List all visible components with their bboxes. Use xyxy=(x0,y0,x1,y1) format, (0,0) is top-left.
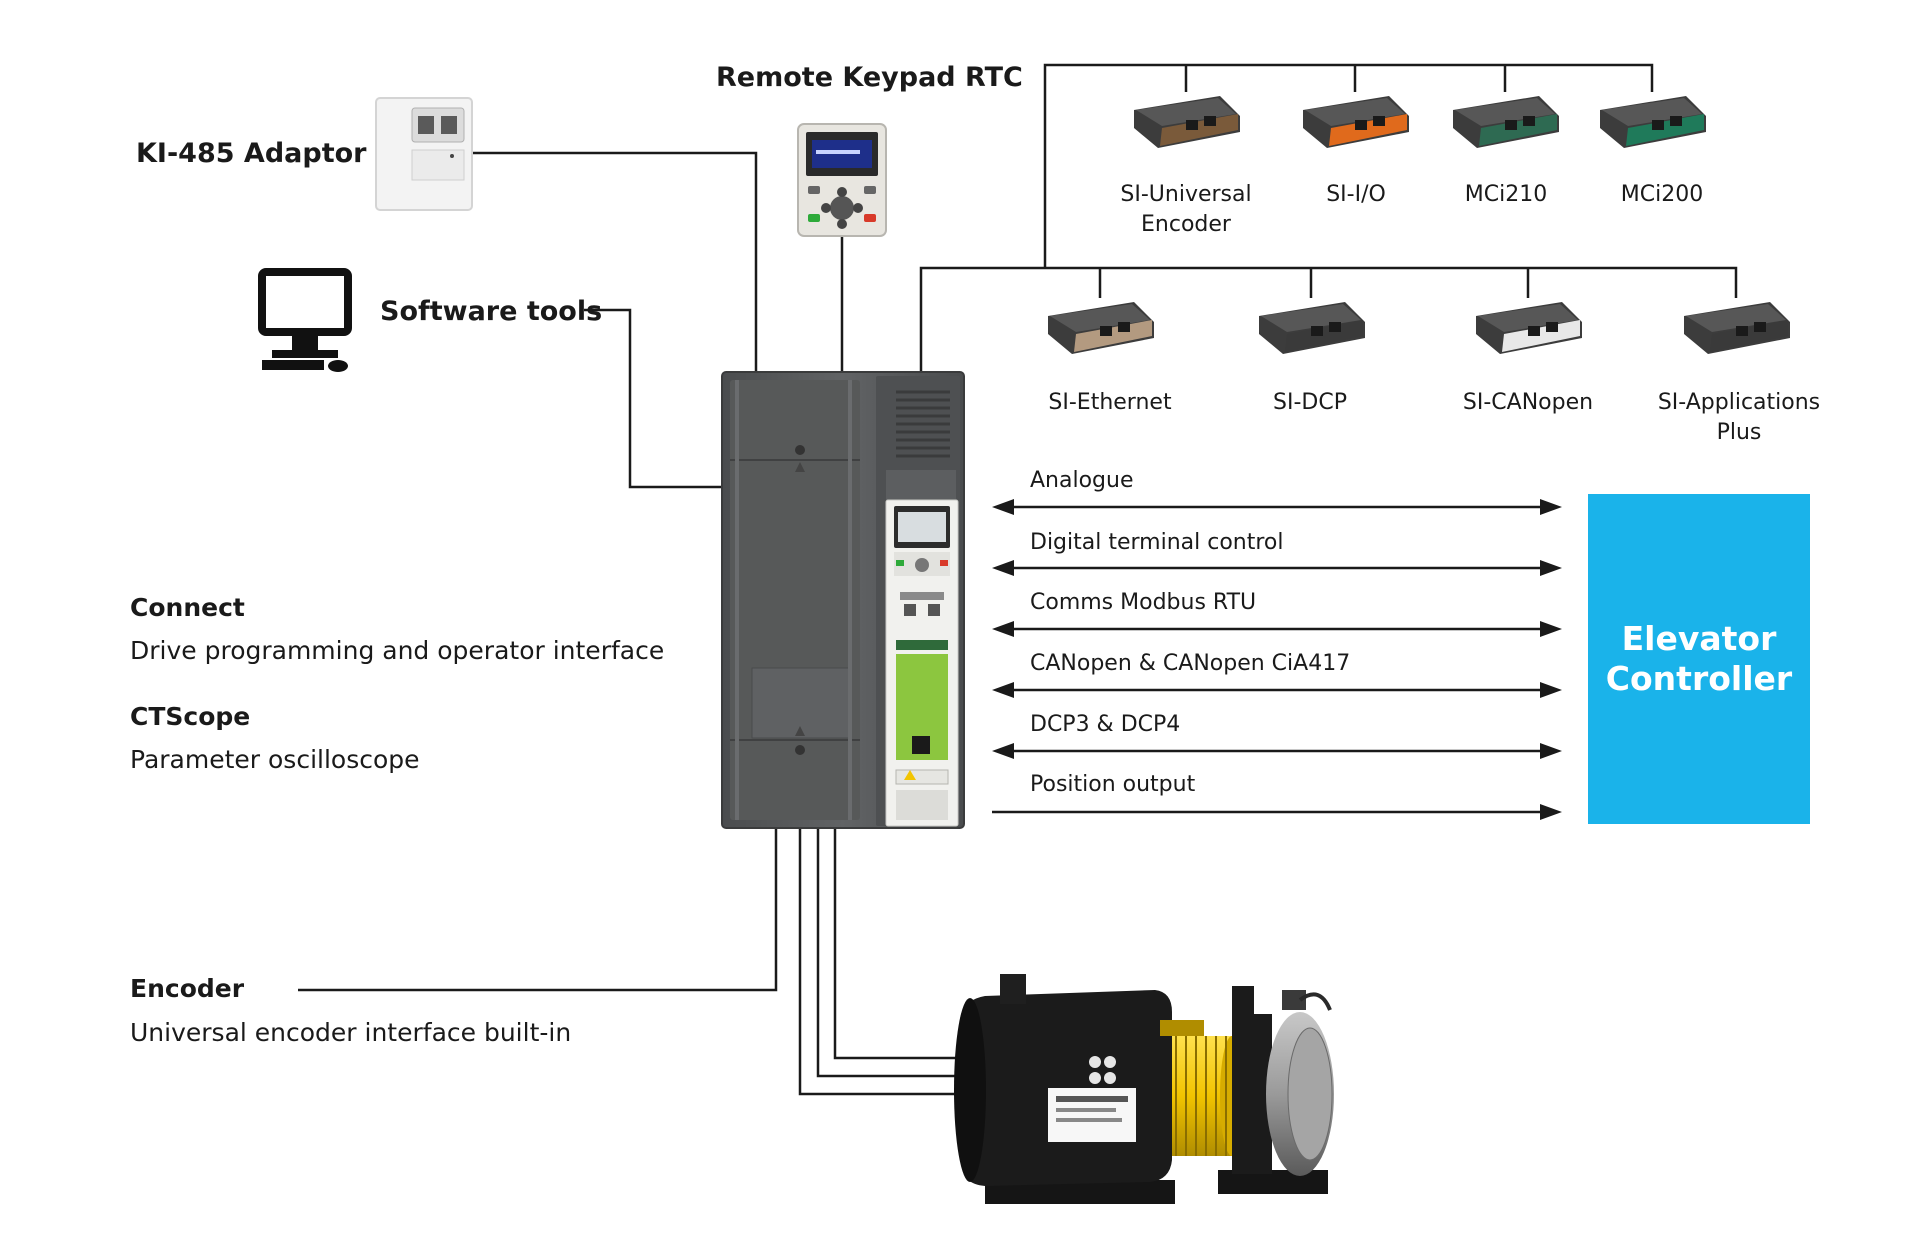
module-card-bottom-3 xyxy=(1684,302,1790,354)
arrowhead-left xyxy=(992,682,1014,698)
ki485-adaptor-image xyxy=(375,97,473,211)
signal-label-dcp: DCP3 & DCP4 xyxy=(1030,712,1181,737)
motor-cable-2 xyxy=(816,828,960,1078)
module-bus-bottom xyxy=(1045,266,1738,298)
software-tools-label: Software tools xyxy=(380,296,603,327)
signal-label-canopen: CANopen & CANopen CiA417 xyxy=(1030,651,1351,676)
arrowhead-left xyxy=(992,560,1014,576)
arrowhead-right xyxy=(1540,743,1562,759)
module-label-si-dcp: SI-DCP xyxy=(1273,390,1347,415)
encoder-title: Encoder xyxy=(130,974,245,1003)
motor-cable-3 xyxy=(833,828,960,1060)
drive-unit-image xyxy=(721,371,965,829)
module-card-top-0 xyxy=(1134,96,1240,148)
module-label-si-canopen: SI-CANopen xyxy=(1462,390,1594,415)
signal-label-comms-modbus-rtu: Comms Modbus RTU xyxy=(1030,590,1257,615)
arrowhead-left xyxy=(992,743,1014,759)
arrowhead-right xyxy=(1540,682,1562,698)
module-card-bottom-2 xyxy=(1476,302,1582,354)
encoder-link xyxy=(298,828,778,992)
signal-label-digital-terminal-control: Digital terminal control xyxy=(1030,530,1284,555)
connect-title: Connect xyxy=(130,593,245,622)
module-card-top-3 xyxy=(1600,96,1706,148)
elevator-motor-image xyxy=(954,974,1334,1204)
arrowhead-right xyxy=(1540,804,1562,820)
module-label-mci210: MCi210 xyxy=(1464,182,1548,207)
signal-arrows xyxy=(992,499,1562,820)
connection-lines xyxy=(298,63,1738,1096)
vent-grille xyxy=(896,390,950,458)
ctscope-title: CTScope xyxy=(130,702,251,731)
signal-arrow-3 xyxy=(992,682,1562,698)
option-module-icons xyxy=(1048,96,1790,354)
elevator-controller-line2: Controller xyxy=(1605,659,1793,698)
signal-arrow-1 xyxy=(992,560,1562,576)
ki485-link xyxy=(472,151,758,372)
signal-arrow-4 xyxy=(992,743,1562,759)
signal-label-analogue: Analogue xyxy=(1030,468,1134,493)
module-card-top-2 xyxy=(1453,96,1559,148)
module-bus-riser xyxy=(919,266,1045,372)
connect-description: Drive programming and operator interface xyxy=(130,636,665,665)
elevator-controller-box: Elevator Controller xyxy=(1588,494,1810,824)
software-link xyxy=(584,308,722,489)
ki485-adaptor-label: KI-485 Adaptor xyxy=(136,138,367,169)
module-label-mci200: MCi200 xyxy=(1620,182,1704,207)
signal-label-position-output: Position output xyxy=(1030,772,1196,797)
arrowhead-right xyxy=(1540,621,1562,637)
signal-arrow-0 xyxy=(992,499,1562,515)
arrowhead-right xyxy=(1540,560,1562,576)
module-label-si-io: SI-I/O xyxy=(1326,182,1386,207)
module-bus-top xyxy=(1043,63,1654,268)
arrowhead-right xyxy=(1540,499,1562,515)
module-card-bottom-1 xyxy=(1259,302,1365,354)
encoder-description: Universal encoder interface built-in xyxy=(130,1018,572,1047)
remote-keypad-image xyxy=(797,123,887,237)
arrowhead-left xyxy=(992,621,1014,637)
arrowhead-left xyxy=(992,499,1014,515)
module-card-bottom-0 xyxy=(1048,302,1154,354)
signal-arrow-5 xyxy=(992,804,1562,820)
ctscope-description: Parameter oscilloscope xyxy=(130,745,420,774)
motor-cable-1 xyxy=(798,828,960,1096)
remote-keypad-label: Remote Keypad RTC xyxy=(716,62,1023,93)
signal-arrow-2 xyxy=(992,621,1562,637)
module-label-si-ethernet: SI-Ethernet xyxy=(1048,390,1172,415)
computer-icon xyxy=(258,268,352,372)
module-card-top-1 xyxy=(1303,96,1409,148)
elevator-controller-line1: Elevator xyxy=(1621,619,1777,658)
